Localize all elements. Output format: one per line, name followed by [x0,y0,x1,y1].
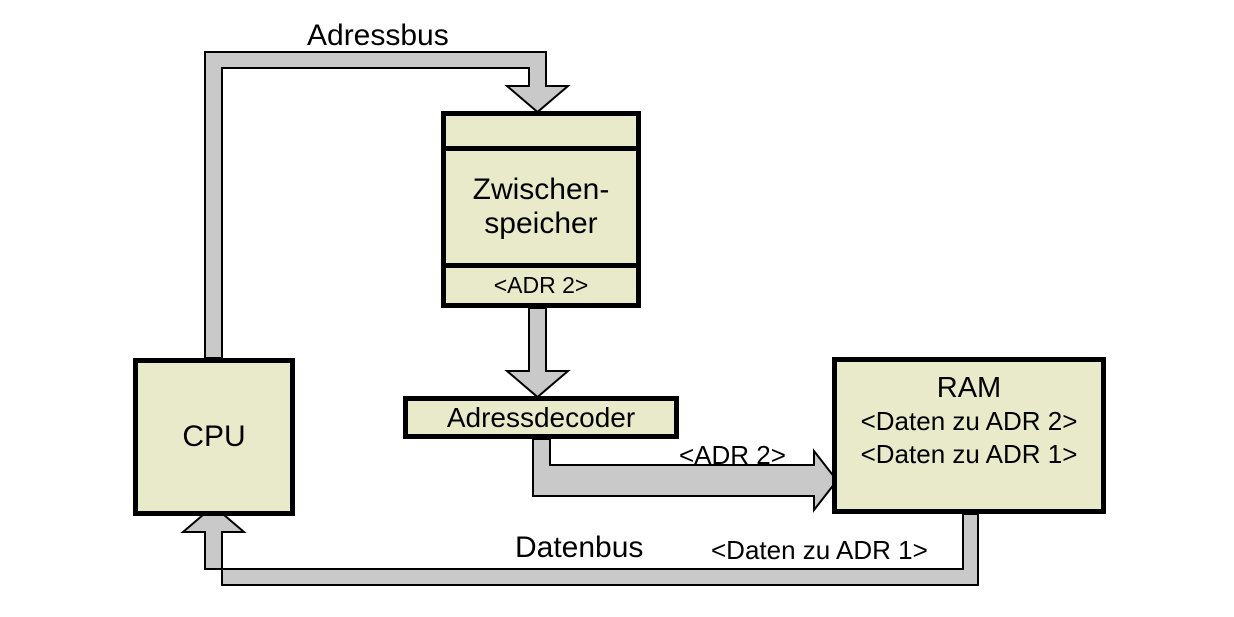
ram-row-1: <Daten zu ADR 1> [860,438,1078,469]
cpu-label: CPU [182,420,246,454]
decoder-to-ram-connector [532,438,839,513]
data-bus-connector [180,504,979,586]
adressdecoder-label: Adressdecoder [446,401,636,433]
zwischenspeicher-cell-middle: Zwischen- speicher [446,151,636,268]
decoder-to-ram-label: <ADR 2> [679,440,786,470]
ram-row-0: <Daten zu ADR 2> [860,406,1078,437]
data-bus-label: Datenbus [515,531,644,564]
zwischenspeicher-node[interactable]: Zwischen- speicher <ADR 2> [441,111,641,308]
data-bus-payload-label: <Daten zu ADR 1> [711,535,928,565]
ram-title-label: RAM [936,372,1002,404]
latch-to-decoder-connector [504,307,571,399]
ram-node[interactable]: RAM <Daten zu ADR 2> <Daten zu ADR 1> [832,357,1106,514]
adressdecoder-node[interactable]: Adressdecoder [403,396,679,439]
cpu-node[interactable]: CPU [133,358,295,516]
address-bus-connector [204,51,571,359]
address-bus-label: Adressbus [307,19,449,52]
zwischenspeicher-cell-bottom: <ADR 2> [446,268,636,303]
zwischenspeicher-cell-top [446,116,636,151]
